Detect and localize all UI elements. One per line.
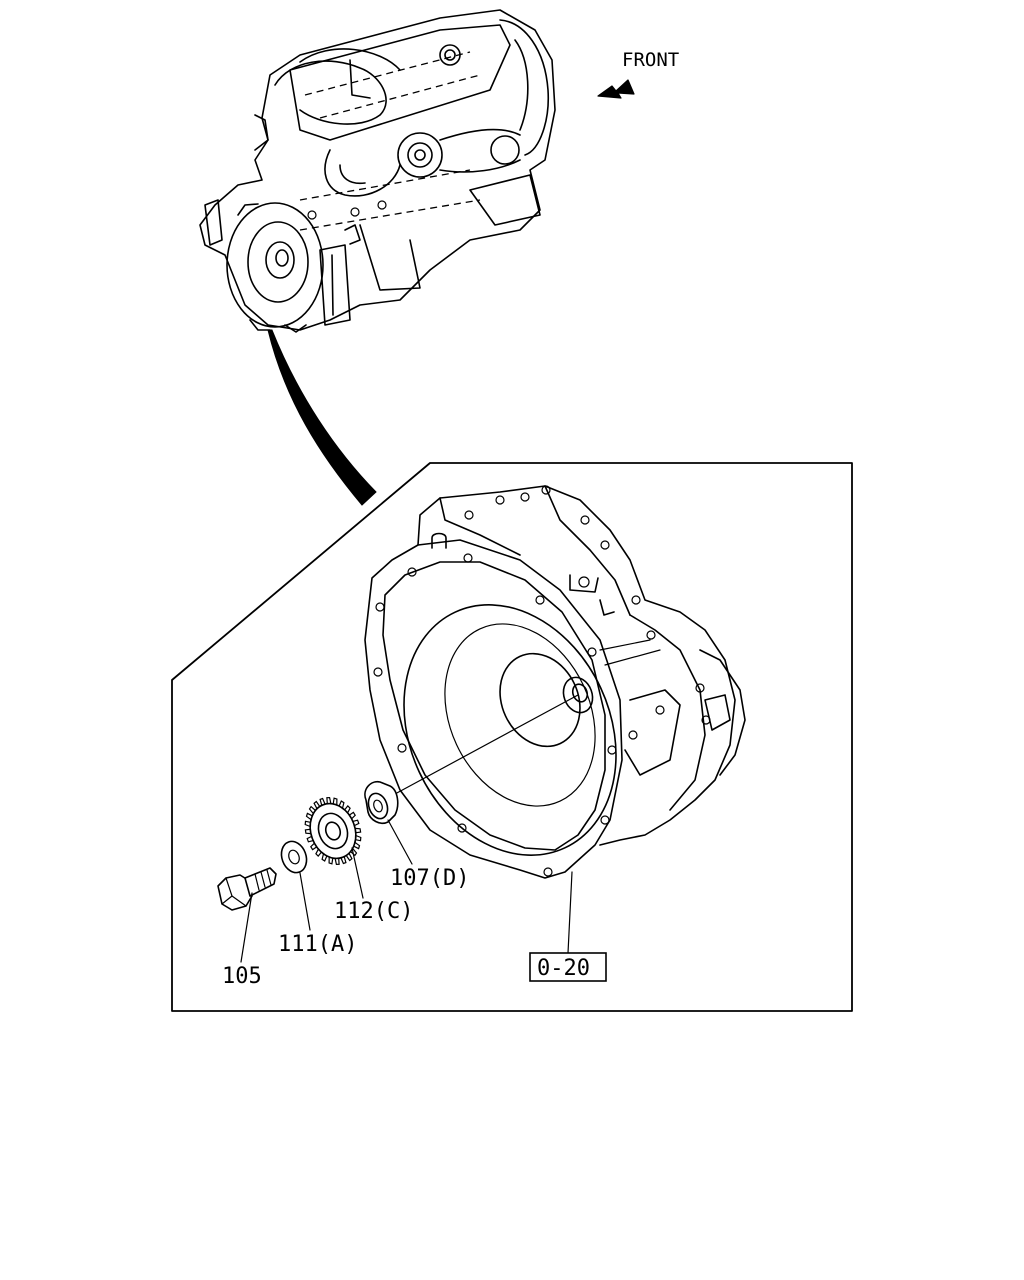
bolt-holes [373, 485, 711, 877]
engine-overview [199, 9, 556, 333]
callout-111a: 111(A) [278, 932, 357, 957]
callout-112c: 112(C) [334, 899, 413, 924]
assembly-axis [394, 694, 579, 795]
bolt-part [217, 867, 277, 911]
detail-frame [171, 462, 853, 1012]
callout-107d: 107(D) [390, 866, 469, 891]
reference-label[interactable]: 0-20 [537, 956, 590, 981]
front-arrow-icon [597, 79, 635, 99]
transmission-housing [364, 485, 746, 879]
bushing-part [364, 780, 399, 825]
leader-wedge [267, 329, 377, 506]
front-indicator: FRONT [597, 49, 679, 99]
washer-part [280, 840, 308, 874]
reference-box[interactable]: 0-20 [529, 952, 607, 982]
front-label: FRONT [622, 49, 679, 71]
gear-part [304, 796, 362, 866]
leader-lines [240, 819, 573, 963]
callout-105: 105 [222, 964, 262, 989]
